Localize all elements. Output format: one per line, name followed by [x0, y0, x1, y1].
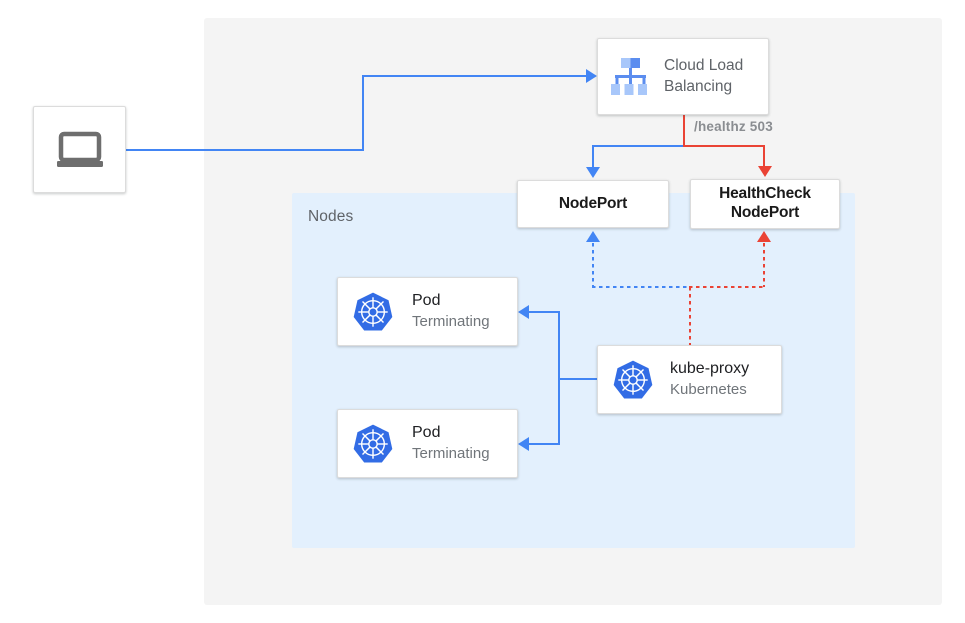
edge-lb-to-healthcheck-arrowhead [758, 166, 772, 177]
healthcheck-nodeport-label-line2: NodePort [730, 204, 800, 221]
cloud-load-balancing-label-line2: Balancing [664, 77, 733, 95]
edge-client-to-lb-arrowhead [586, 69, 597, 83]
cloud-load-balancing-label: Cloud Load Balancing [664, 56, 743, 98]
edge-client-to-lb-horizontal-2 [362, 75, 590, 77]
pod-card[interactable]: Pod Terminating [337, 277, 518, 346]
edge-dotted-healthcheck-arrowhead [757, 231, 771, 242]
nodeport-card[interactable]: NodePort [517, 180, 669, 228]
kubernetes-icon [352, 423, 394, 465]
pod-card[interactable]: Pod Terminating [337, 409, 518, 478]
edge-bus-to-pod-2 [528, 443, 560, 445]
edge-pod-2-arrowhead [518, 437, 529, 451]
edge-dotted-bus-blue [592, 286, 690, 288]
pod-subtitle: Terminating [412, 312, 490, 330]
laptop-icon [55, 130, 105, 170]
edge-lb-to-nodeport-vertical [592, 145, 594, 168]
edge-pod-1-arrowhead [518, 305, 529, 319]
pod-title: Pod [412, 423, 441, 441]
edge-dotted-to-healthcheck [763, 243, 765, 287]
edge-lb-to-healthcheck-horizontal [683, 145, 765, 147]
edge-dotted-nodeport-arrowhead [586, 231, 600, 242]
healthz-edge-label: /healthz 503 [694, 119, 773, 134]
pod-title: Pod [412, 291, 441, 309]
pod-text: Pod Terminating [412, 423, 490, 464]
kube-proxy-text: kube-proxy Kubernetes [670, 359, 749, 400]
kube-proxy-subtitle: Kubernetes [670, 380, 747, 398]
kubernetes-icon [612, 359, 654, 401]
edge-dotted-to-nodeport [592, 243, 594, 287]
pod-subtitle: Terminating [412, 444, 490, 462]
cloud-load-balancing-icon [606, 54, 652, 100]
edge-lb-trunk-vertical [683, 115, 685, 147]
edge-bus-to-pod-1 [528, 311, 560, 313]
nodes-region-label: Nodes [308, 208, 354, 225]
pod-text: Pod Terminating [412, 291, 490, 332]
nodeport-label: NodePort [558, 194, 628, 212]
edge-lb-to-nodeport-arrowhead [586, 167, 600, 178]
edge-kubeproxy-dotted-vertical [689, 287, 691, 345]
healthcheck-nodeport-label: HealthCheck NodePort [719, 185, 811, 223]
healthcheck-nodeport-card[interactable]: HealthCheck NodePort [690, 179, 840, 229]
edge-pod-bus-vertical [558, 311, 560, 444]
kube-proxy-title: kube-proxy [670, 359, 750, 377]
cloud-load-balancing-label-line1: Cloud Load [664, 56, 744, 74]
kubernetes-icon [352, 291, 394, 333]
client-laptop-card[interactable] [33, 106, 126, 193]
cloud-load-balancing-card[interactable]: Cloud Load Balancing [597, 38, 769, 115]
edge-lb-to-nodeport-horizontal [592, 145, 685, 147]
edge-kubeproxy-to-bus [558, 378, 598, 380]
edge-dotted-bus-red [689, 286, 764, 288]
edge-client-to-lb-horizontal-1 [126, 149, 364, 151]
edge-lb-to-healthcheck-vertical [763, 145, 765, 167]
kube-proxy-card[interactable]: kube-proxy Kubernetes [597, 345, 782, 414]
healthcheck-nodeport-label-line1: HealthCheck [719, 185, 811, 203]
edge-client-to-lb-vertical [362, 75, 364, 151]
